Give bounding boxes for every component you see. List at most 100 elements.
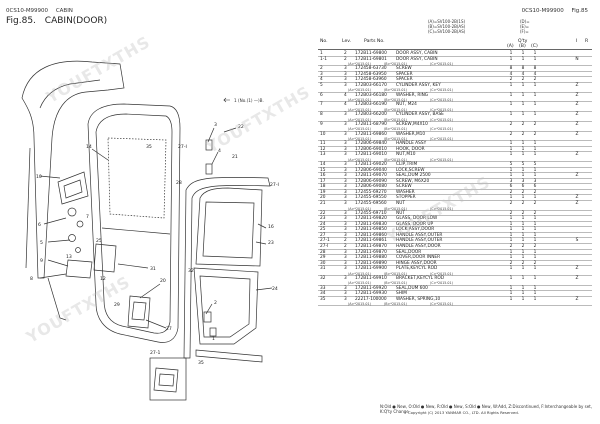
row-indicator: Z xyxy=(575,266,579,272)
row-indicator: Z xyxy=(575,296,579,302)
label-12: 12 xyxy=(100,276,106,282)
col-c: (C) xyxy=(531,44,538,49)
row-name: NUT, M24 xyxy=(396,102,417,108)
row-name: STOPPER xyxy=(396,195,416,201)
figure-title: Fig.85. CABIN(DOOR) xyxy=(6,16,108,26)
serial-range: (B>*2015.01) xyxy=(384,157,407,162)
row-name: HOOK, DOOR xyxy=(396,146,425,152)
exploded-diagram: 1 (No.(1) —)B. 14 10 6 5 9 8 35 31 27-I … xyxy=(21,60,279,401)
row-name: LOCK,SCREW xyxy=(396,167,425,173)
row-no: 34 xyxy=(320,291,326,297)
row-name: GLASS, DOOR UP xyxy=(396,221,434,227)
row-qty-c: 1 xyxy=(533,238,537,244)
serial-range: (A>*2015.01) xyxy=(348,88,371,93)
row-part-no: 172B11-69070 xyxy=(355,173,387,179)
row-indicator: Z xyxy=(575,82,579,88)
row-qty-c: 1 xyxy=(533,82,537,88)
row-name: NUT xyxy=(396,200,405,206)
row-part-no: 172B11-69870 xyxy=(355,244,387,249)
row-qty-b: 4 xyxy=(521,71,525,77)
serial-range-row: (A>*2015.01)(B>*2015.01)(C>*2015.01) xyxy=(318,107,592,113)
row-part-no: 172B11-69020 xyxy=(355,162,387,168)
row-part-no: 172B11-69920 xyxy=(355,285,387,291)
row-qty-a: 1 xyxy=(509,92,513,98)
label-29: 28 xyxy=(176,180,182,186)
row-part-no: 172B03-66200 xyxy=(355,112,387,118)
serial-range: (B>*2015.01) xyxy=(384,98,407,103)
row-qty-a: 1 xyxy=(509,227,513,233)
row-name: SEAL,DUM 600 xyxy=(396,285,428,291)
row-part-no: 172B03-66180 xyxy=(355,92,387,98)
row-qty-b: 2 xyxy=(521,260,525,266)
serial-range: (A>*2015.01) xyxy=(348,62,371,67)
row-part-no: 172B11-69820 xyxy=(355,216,387,222)
label-30: 27-I xyxy=(178,144,187,150)
row-qty-c: 1 xyxy=(533,195,537,201)
label-20: 20 xyxy=(160,278,166,284)
row-no: 10 xyxy=(320,131,326,137)
row-name: SPACER xyxy=(396,77,413,83)
row-lev: 3 xyxy=(344,189,347,195)
row-indicator: Z xyxy=(575,131,579,137)
serial-range: (C>*2015.01) xyxy=(430,107,453,112)
row-qty-b: 2 xyxy=(521,121,525,127)
label-10: 10 xyxy=(36,174,42,180)
row-part-no: 22217-100000 xyxy=(355,296,387,302)
row-lev: 3 xyxy=(344,227,347,233)
label-27-1: 27-1 xyxy=(150,350,161,356)
row-qty-c: 6 xyxy=(533,184,537,190)
row-no: 11 xyxy=(320,141,326,147)
header-rule xyxy=(318,49,592,50)
row-qty-a: 1 xyxy=(509,238,513,244)
row-lev: 3 xyxy=(344,71,347,77)
col-part-no: Parts No. xyxy=(364,39,385,44)
label-22: 22 xyxy=(238,124,244,130)
row-lev: 3 xyxy=(344,260,347,266)
row-qty-b: 1 xyxy=(521,141,525,147)
row-qty-c: 1 xyxy=(533,285,537,291)
row-qty-c: 1 xyxy=(533,51,537,56)
row-lev: 3 xyxy=(344,152,347,158)
col-i: I xyxy=(576,39,578,44)
row-qty-a: 1 xyxy=(509,275,513,281)
row-no: 2 xyxy=(320,66,323,72)
serial-range: (B>*2015.01) xyxy=(384,206,407,211)
label-27: 27 xyxy=(166,326,172,332)
row-qty-c: 1 xyxy=(533,146,537,152)
row-lev: 3 xyxy=(344,255,347,261)
row-qty-a: 1 xyxy=(509,249,513,255)
col-b: (B) xyxy=(519,44,526,49)
row-no: 27 xyxy=(320,232,326,238)
row-lev: 3 xyxy=(344,112,347,118)
col-lev: Lev. xyxy=(342,39,352,44)
serial-range: (A>*2015.01) xyxy=(348,157,371,162)
row-name: PLATE,KEYCYL ROD xyxy=(396,266,438,272)
row-qty-c: 1 xyxy=(533,255,537,261)
row-name: WASHER,M10 xyxy=(396,131,426,137)
row-name: SPACER xyxy=(396,71,413,77)
serial-range-row: (A>*2015.01)(B>*2015.01)(C>*2015.01) xyxy=(318,118,592,122)
serial-range: (C>*2015.01) xyxy=(430,88,453,93)
serial-range-row: (A>*2015.01)(B>*2015.01)(C>*2015.01) xyxy=(318,207,592,211)
row-lev: 3 xyxy=(344,210,347,216)
row-qty-a: 2 xyxy=(509,210,513,216)
row-no: 4 xyxy=(320,77,323,83)
row-qty-b: 1 xyxy=(521,221,525,227)
row-no: 29 xyxy=(320,255,326,261)
row-lev: 2 xyxy=(344,238,347,244)
label-9: 9 xyxy=(40,258,43,264)
row-part-no: 172B06-69010 xyxy=(355,146,387,152)
row-qty-c: 5 xyxy=(533,162,537,168)
row-no: 24 xyxy=(320,221,326,227)
label-7: 7 xyxy=(86,214,89,220)
row-qty-c: 1 xyxy=(533,56,537,62)
row-no: 22 xyxy=(320,210,326,216)
row-qty-c: 4 xyxy=(533,71,537,77)
